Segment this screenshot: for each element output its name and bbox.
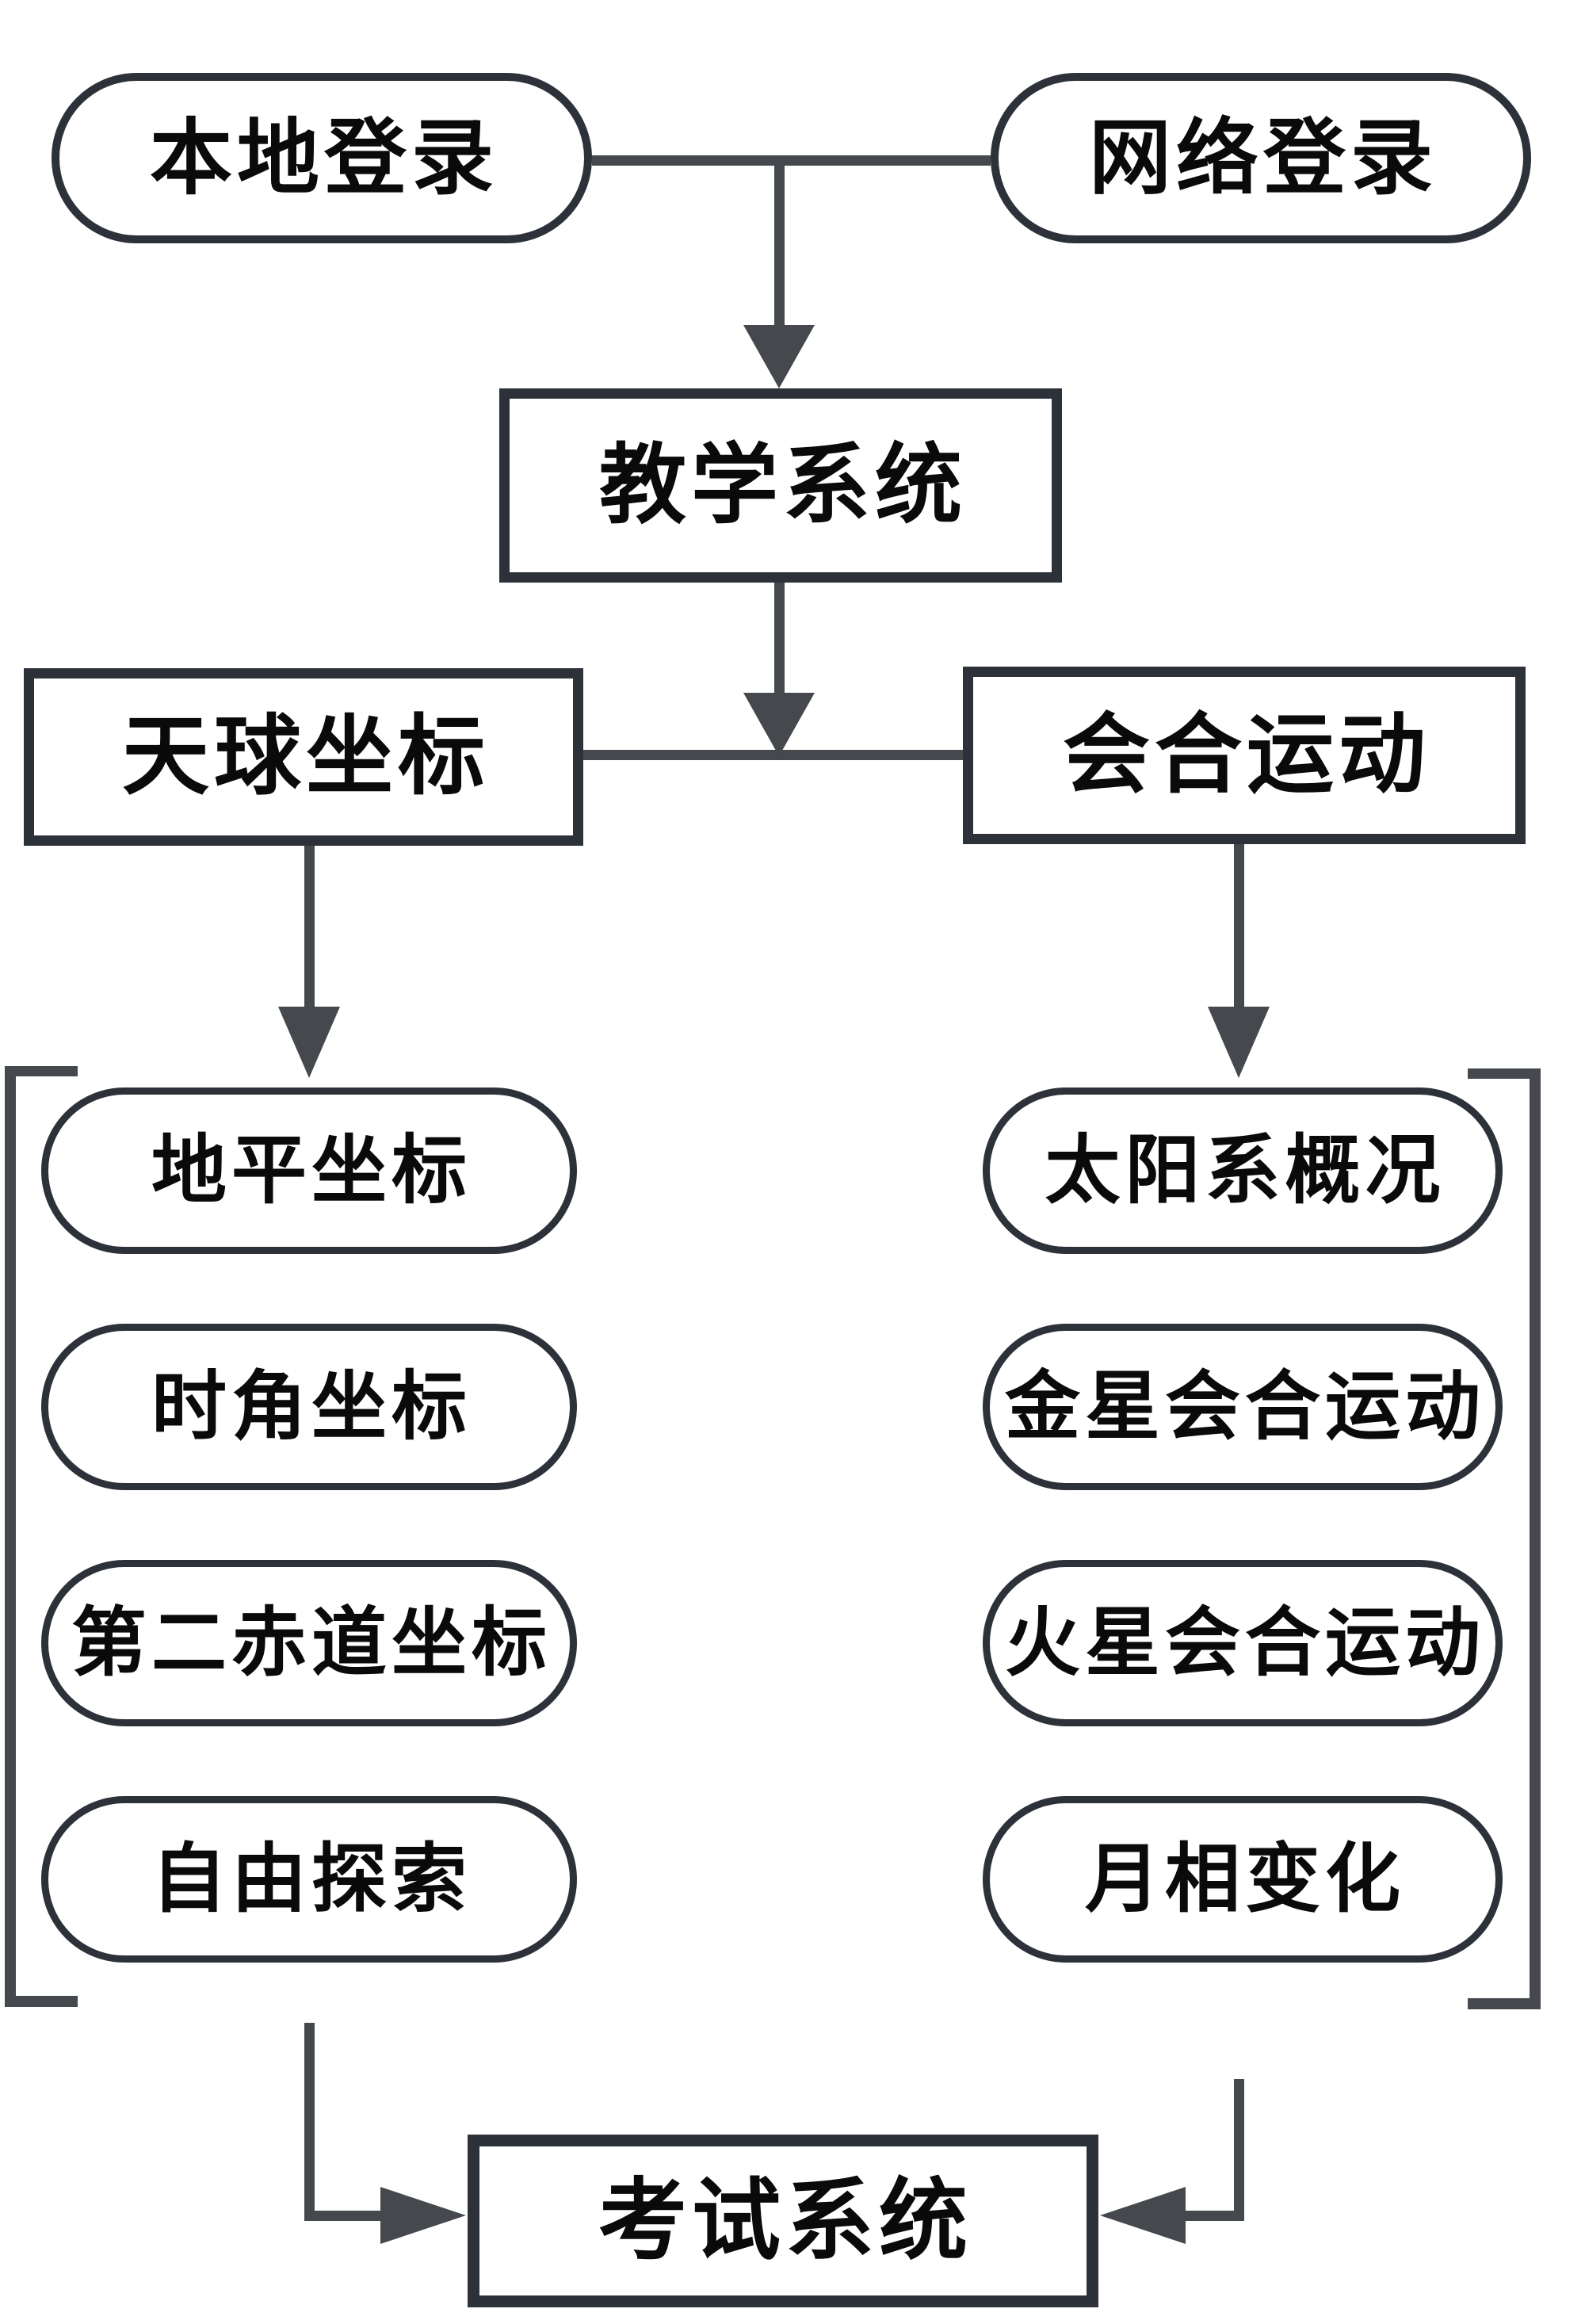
node-horizontal-coordinates: 地平坐标: [41, 1087, 577, 1254]
node-network-login-label: 网络登录: [1088, 112, 1438, 204]
connector-login-horizontal: [592, 155, 991, 166]
right-bracket-vertical: [1530, 1068, 1541, 2009]
node-teaching-system-label: 教学系统: [599, 436, 967, 534]
arrowhead-into-exam-right: [1100, 2187, 1186, 2244]
right-bracket-top-foot: [1468, 1068, 1541, 1079]
node-synodic-motion: 会合运动: [963, 667, 1526, 844]
connector-login-vertical: [774, 155, 785, 327]
node-hour-angle-coordinates: 时角坐标: [41, 1324, 577, 1490]
node-free-exploration-label: 自由探索: [151, 1837, 472, 1921]
node-hour-angle-coordinates-label: 时角坐标: [151, 1364, 472, 1449]
left-bracket-bottom-foot: [5, 1996, 78, 2007]
node-exam-system: 考试系统: [468, 2135, 1098, 2307]
connector-left-column-vertical: [304, 846, 315, 1011]
connector-exam-right-vertical: [1234, 2079, 1244, 2221]
node-horizontal-coordinates-label: 地平坐标: [151, 1128, 472, 1213]
node-moon-phase-change-label: 月相变化: [1084, 1837, 1405, 1921]
right-bracket-bottom-foot: [1468, 1998, 1541, 2009]
node-mars-synodic-motion-label: 火星会合运动: [1004, 1600, 1485, 1685]
node-celestial-coordinates-label: 天球坐标: [122, 708, 490, 805]
node-solar-system-overview-label: 太阳系概况: [1045, 1128, 1446, 1213]
node-local-login: 本地登录: [52, 73, 592, 243]
node-venus-synodic-motion-label: 金星会合运动: [1004, 1364, 1485, 1449]
arrowhead-into-left-group: [278, 1007, 340, 1078]
node-exam-system-label: 考试系统: [598, 2171, 972, 2270]
left-bracket-top-foot: [5, 1066, 78, 1076]
node-second-equatorial-coordinates: 第二赤道坐标: [41, 1560, 577, 1726]
arrowhead-into-junction: [743, 693, 815, 756]
left-bracket-vertical: [5, 1066, 16, 2007]
arrowhead-into-exam-left: [380, 2187, 466, 2244]
connector-exam-left-horizontal: [304, 2211, 384, 2221]
node-mars-synodic-motion: 火星会合运动: [983, 1560, 1503, 1726]
connector-exam-left-vertical: [304, 2023, 315, 2221]
arrowhead-into-right-group: [1208, 1007, 1270, 1078]
arrowhead-into-teaching-system: [743, 325, 815, 388]
node-venus-synodic-motion: 金星会合运动: [983, 1324, 1503, 1490]
node-teaching-system: 教学系统: [499, 388, 1062, 583]
node-moon-phase-change: 月相变化: [983, 1796, 1503, 1963]
node-free-exploration: 自由探索: [41, 1796, 577, 1963]
connector-exam-right-horizontal: [1179, 2211, 1244, 2221]
node-local-login-label: 本地登录: [149, 112, 498, 204]
node-second-equatorial-coordinates-label: 第二赤道坐标: [71, 1600, 552, 1685]
connector-right-column-vertical: [1234, 844, 1244, 1011]
node-solar-system-overview: 太阳系概况: [983, 1087, 1503, 1254]
node-celestial-coordinates: 天球坐标: [24, 668, 583, 846]
connector-teaching-vertical: [774, 583, 785, 698]
node-network-login: 网络登录: [991, 73, 1531, 243]
node-synodic-motion-label: 会合运动: [1063, 706, 1430, 804]
